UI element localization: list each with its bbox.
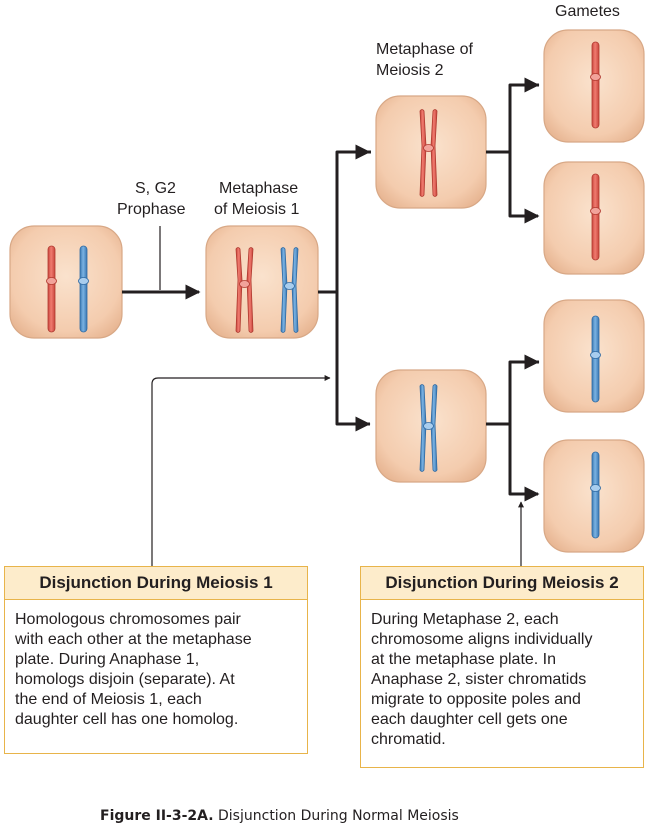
chromosome-blue-single: [78, 245, 89, 333]
box2-line: chromatid.: [371, 731, 446, 748]
cell-metaphase-1: [205, 225, 319, 339]
s-g2-label: S, G2: [135, 180, 176, 197]
box2-line: During Metaphase 2, each: [371, 611, 559, 628]
chromosome-blue-metaphase-2: [419, 384, 438, 472]
pointer-meiosis-1: [151, 375, 331, 566]
branch-meiosis-1: [318, 144, 371, 432]
box2-line: each daughter cell gets one: [371, 711, 568, 728]
box1-line: plate. During Anaphase 1,: [15, 651, 200, 668]
chromatid-red-gamete-2: [590, 173, 601, 261]
chromatid-red-gamete-1: [590, 41, 601, 129]
arrow-s-g2-prophase: [122, 226, 201, 300]
metaphase-meiosis-2-label-line-1: Metaphase of: [376, 41, 473, 58]
chromosome-red-single: [46, 245, 57, 333]
disjunction-meiosis-2-box: Disjunction During Meiosis 2 During Meta…: [360, 566, 644, 768]
disjunction-meiosis-1-title: Disjunction During Meiosis 1: [5, 567, 307, 600]
box1-line: homologs disjoin (separate). At: [15, 671, 235, 688]
branch-meiosis-2-bottom: [486, 354, 540, 502]
gametes-label: Gametes: [555, 3, 620, 20]
disjunction-meiosis-2-body: During Metaphase 2, each chromosome alig…: [361, 600, 643, 760]
box2-line: at the metaphase plate. In: [371, 651, 557, 668]
figure-caption: Figure II-3-2A. Disjunction During Norma…: [100, 807, 459, 825]
metaphase-meiosis-1-label-line-2: of Meiosis 1: [214, 201, 300, 218]
box1-line: the end of Meiosis 1, each: [15, 691, 202, 708]
chromatid-blue-gamete-3: [590, 315, 601, 403]
disjunction-meiosis-1-box: Disjunction During Meiosis 1 Homologous …: [4, 566, 308, 754]
metaphase-meiosis-1-label-line-1: Metaphase: [219, 180, 299, 197]
metaphase-meiosis-2-label-line-2: Meiosis 2: [376, 62, 444, 79]
prophase-label: Prophase: [117, 201, 186, 218]
box1-line: with each other at the metaphase: [15, 631, 252, 648]
box2-line: migrate to opposite poles and: [371, 691, 581, 708]
chromatid-blue-gamete-4: [590, 451, 601, 539]
disjunction-meiosis-1-body: Homologous chromosomes pair with each ot…: [5, 600, 307, 740]
chromosome-blue-duplicated: [280, 247, 299, 333]
figure-number: Figure II-3-2A.: [100, 808, 214, 824]
box1-line: daughter cell has one homolog.: [15, 711, 239, 728]
cell-initial: [9, 225, 123, 339]
branch-meiosis-2-top: [486, 77, 540, 224]
chromosome-red-duplicated: [235, 247, 254, 333]
box2-line: chromosome aligns individually: [371, 631, 593, 648]
box1-line: Homologous chromosomes pair: [15, 611, 241, 628]
disjunction-meiosis-2-title: Disjunction During Meiosis 2: [361, 567, 643, 600]
box2-line: Anaphase 2, sister chromatids: [371, 671, 587, 688]
figure-title: Disjunction During Normal Meiosis: [218, 808, 459, 824]
chromosome-red-metaphase-2: [419, 109, 438, 197]
